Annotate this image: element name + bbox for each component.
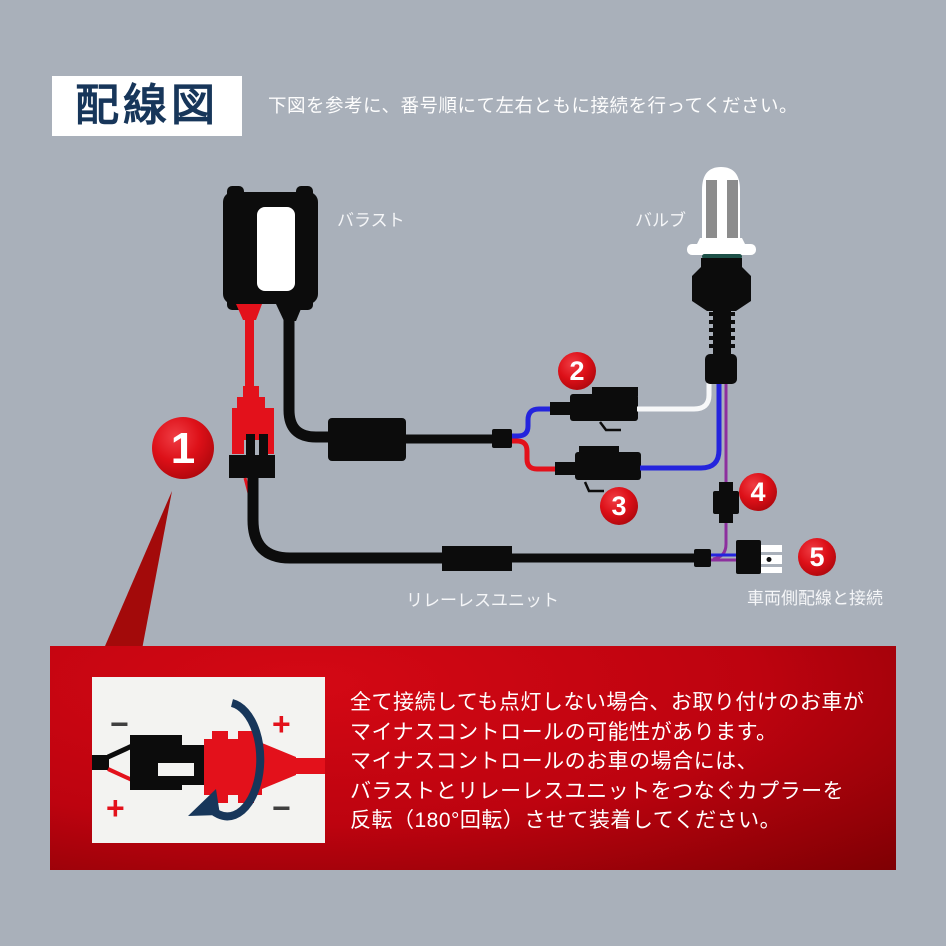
step-circle-2: 2 <box>558 352 596 390</box>
label-bulb: バルブ <box>635 210 686 230</box>
note-panel: − + + − <box>50 646 896 870</box>
inline-unit-box <box>328 418 406 461</box>
step-number-1: 1 <box>171 424 195 473</box>
bulb-oring <box>702 254 742 259</box>
inline-connector-4 <box>713 482 739 523</box>
wire-blue-step2 <box>512 406 551 439</box>
split-connector <box>492 429 512 448</box>
step-number-4: 4 <box>750 477 765 507</box>
step-number-5: 5 <box>809 542 824 572</box>
coupler-socket <box>229 455 275 478</box>
ballast-window <box>257 207 295 291</box>
note-line: 反転（180°回転）させて装着してください。 <box>350 809 782 832</box>
wire-purple-run <box>711 384 737 562</box>
ballast-power-coupler <box>229 316 275 498</box>
ballast-unit <box>223 186 318 321</box>
coupler-rotation-figure: − + + − <box>92 699 325 826</box>
minus-sign-right: − <box>272 790 291 826</box>
plus-sign-right: + <box>272 706 291 742</box>
step-number-3: 3 <box>611 491 626 521</box>
vehicle-connector-5 <box>736 540 782 574</box>
step-number-2: 2 <box>569 356 584 386</box>
wire-blue-bulb <box>640 384 722 471</box>
wire-white-bulb <box>637 383 712 412</box>
step-circle-3: 3 <box>600 487 638 525</box>
bullet-connector-3 <box>555 446 641 493</box>
hid-bulb <box>687 167 756 384</box>
step-circle-4: 4 <box>739 473 777 511</box>
polarity-inset: − + + − <box>92 677 325 843</box>
relayless-unit-box <box>442 546 512 571</box>
note-line: マイナスコントロールの可能性があります。 <box>350 720 778 744</box>
wire-red-step3 <box>512 438 557 472</box>
title-box: 配線図 <box>52 76 242 136</box>
note-line: マイナスコントロールのお車の場合には、 <box>350 750 759 773</box>
label-ballast: バラスト <box>337 211 405 230</box>
plus-sign-left: + <box>106 790 125 826</box>
bulb-ferrule <box>705 354 737 384</box>
note-line: 全て接続しても点灯しない場合、お取り付けのお車が <box>350 691 865 714</box>
bulb-socket <box>692 258 751 311</box>
subtitle-text: 下図を参考に、番号順にて左右ともに接続を行ってください。 <box>268 95 798 116</box>
red-coupler-figure <box>204 731 325 803</box>
bulb-flange <box>687 244 756 255</box>
relayless-harness <box>247 474 711 571</box>
step-circle-5: 5 <box>798 538 836 576</box>
pointer-wedge <box>102 491 172 660</box>
minus-sign-left: − <box>110 706 129 742</box>
label-relayless-unit: リレーレスユニット <box>406 591 559 610</box>
bullet-connector-2 <box>550 387 638 432</box>
step-circle-1: 1 <box>152 417 214 479</box>
ballast-output-harness <box>283 318 512 461</box>
page-title: 配線図 <box>75 81 219 130</box>
note-text: 全て接続しても点灯しない場合、お取り付けのお車が マイナスコントロールの可能性が… <box>350 688 864 836</box>
label-vehicle-connection: 車両側配線と接続 <box>747 589 883 608</box>
black-coupler-figure <box>92 735 206 790</box>
note-line: バラストとリレーレスユニットをつなぐカプラーを <box>350 779 845 803</box>
rotation-arrow-icon <box>188 699 265 821</box>
